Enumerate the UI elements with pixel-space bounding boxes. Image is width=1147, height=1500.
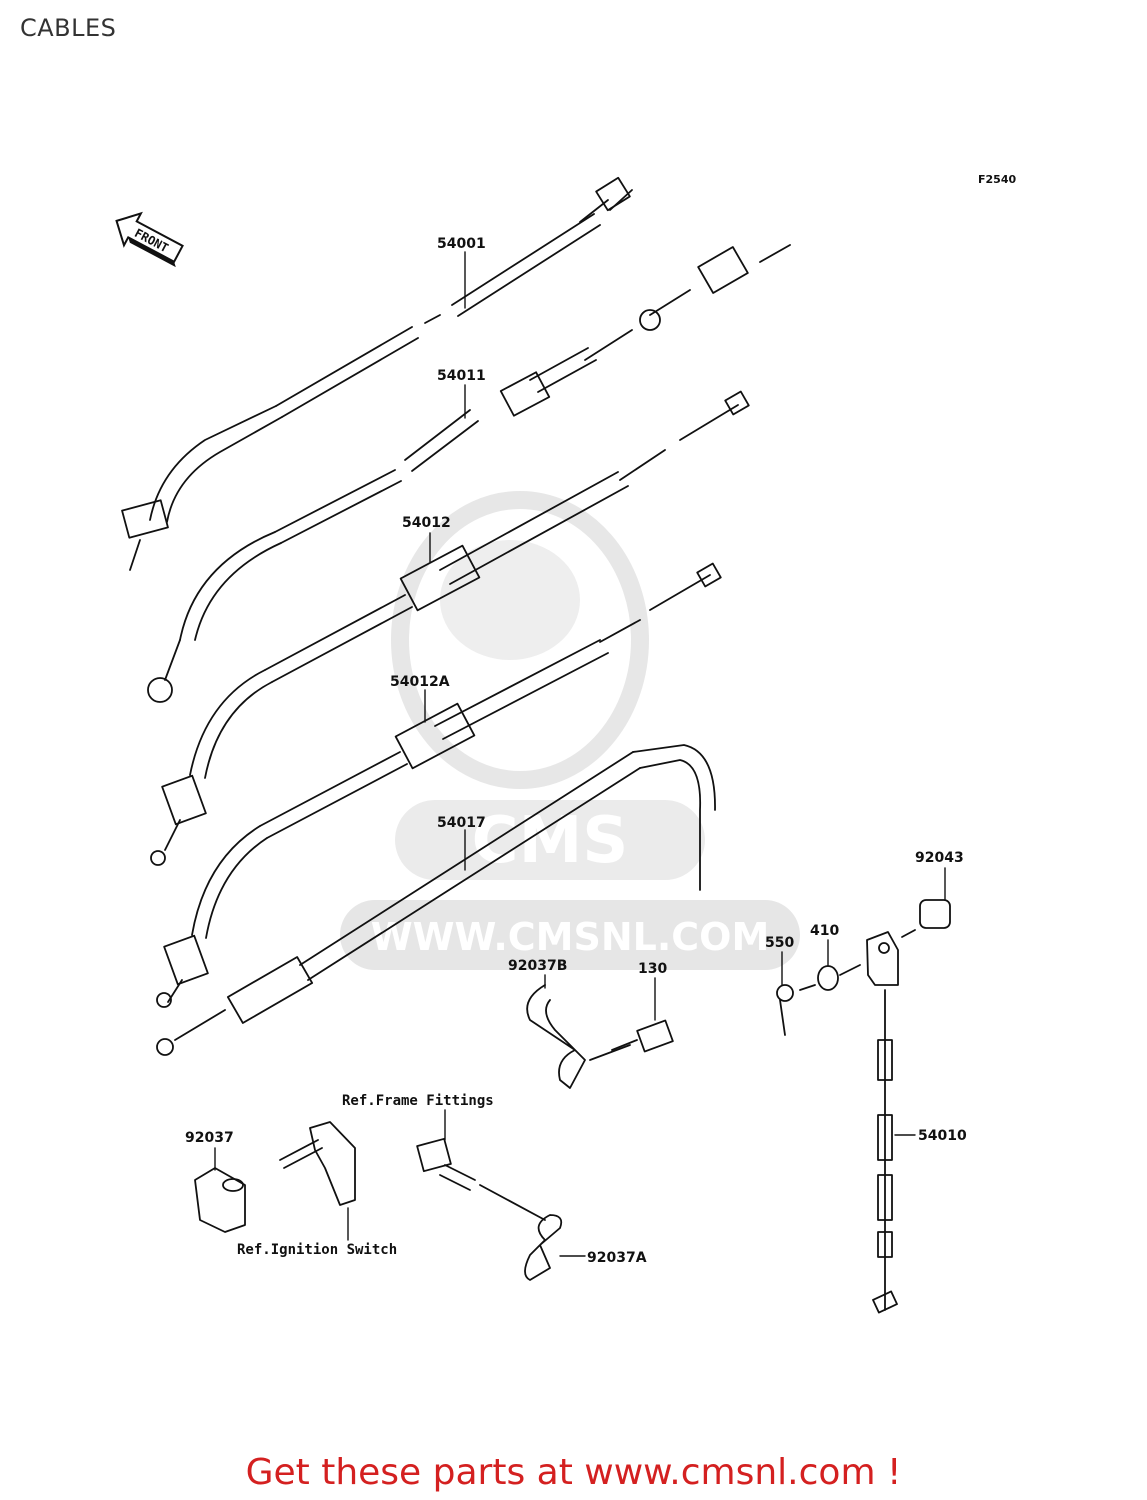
label-92037A: 92037A [587, 1250, 647, 1266]
clip-92037B [526, 984, 631, 1089]
bolt-130 [611, 1019, 674, 1053]
ignition-bracket [279, 1121, 356, 1206]
label-54017: 54017 [437, 815, 486, 831]
svg-text:CMS: CMS [472, 804, 629, 878]
figure-code: F2540 [978, 173, 1016, 186]
part-labels: 54001 54011 54012 54012A 54017 92043 410… [185, 236, 967, 1266]
label-92037B: 92037B [508, 958, 567, 974]
cables-diagram: WWW.CMSNL.COM CMS FRONT F2540 [115, 173, 1016, 1314]
leader-lines [214, 251, 946, 1257]
clamp-92037 [194, 1167, 246, 1233]
cable-54011 [147, 244, 791, 703]
cable-54010 [872, 989, 898, 1314]
label-550: 550 [765, 935, 794, 951]
cable-54017 [156, 744, 716, 1056]
ref-frame-fittings: Ref.Frame Fittings [342, 1093, 494, 1109]
clevis-hardware [776, 899, 951, 1036]
label-54012: 54012 [402, 515, 451, 531]
watermark: WWW.CMSNL.COM CMS [340, 491, 800, 970]
frame-bolt [416, 1137, 546, 1221]
clip-92037A [524, 1214, 563, 1281]
cable-54012 [150, 390, 750, 866]
front-arrow-icon: FRONT [115, 211, 184, 268]
label-92043: 92043 [915, 850, 964, 866]
label-410: 410 [810, 923, 839, 939]
cable-54001 [121, 176, 633, 571]
label-130: 130 [638, 961, 667, 977]
page-title: CABLES [20, 14, 117, 42]
label-54010: 54010 [918, 1128, 967, 1144]
watermark-text: WWW.CMSNL.COM [371, 915, 770, 959]
label-92037: 92037 [185, 1130, 234, 1146]
cable-54012A [156, 562, 722, 1008]
cta-link[interactable]: Get these parts at www.cmsnl.com ! [245, 1452, 902, 1493]
label-54001: 54001 [437, 236, 486, 252]
label-54012A: 54012A [390, 674, 450, 690]
ref-ignition-switch: Ref.Ignition Switch [237, 1242, 397, 1258]
label-54011: 54011 [437, 368, 486, 384]
